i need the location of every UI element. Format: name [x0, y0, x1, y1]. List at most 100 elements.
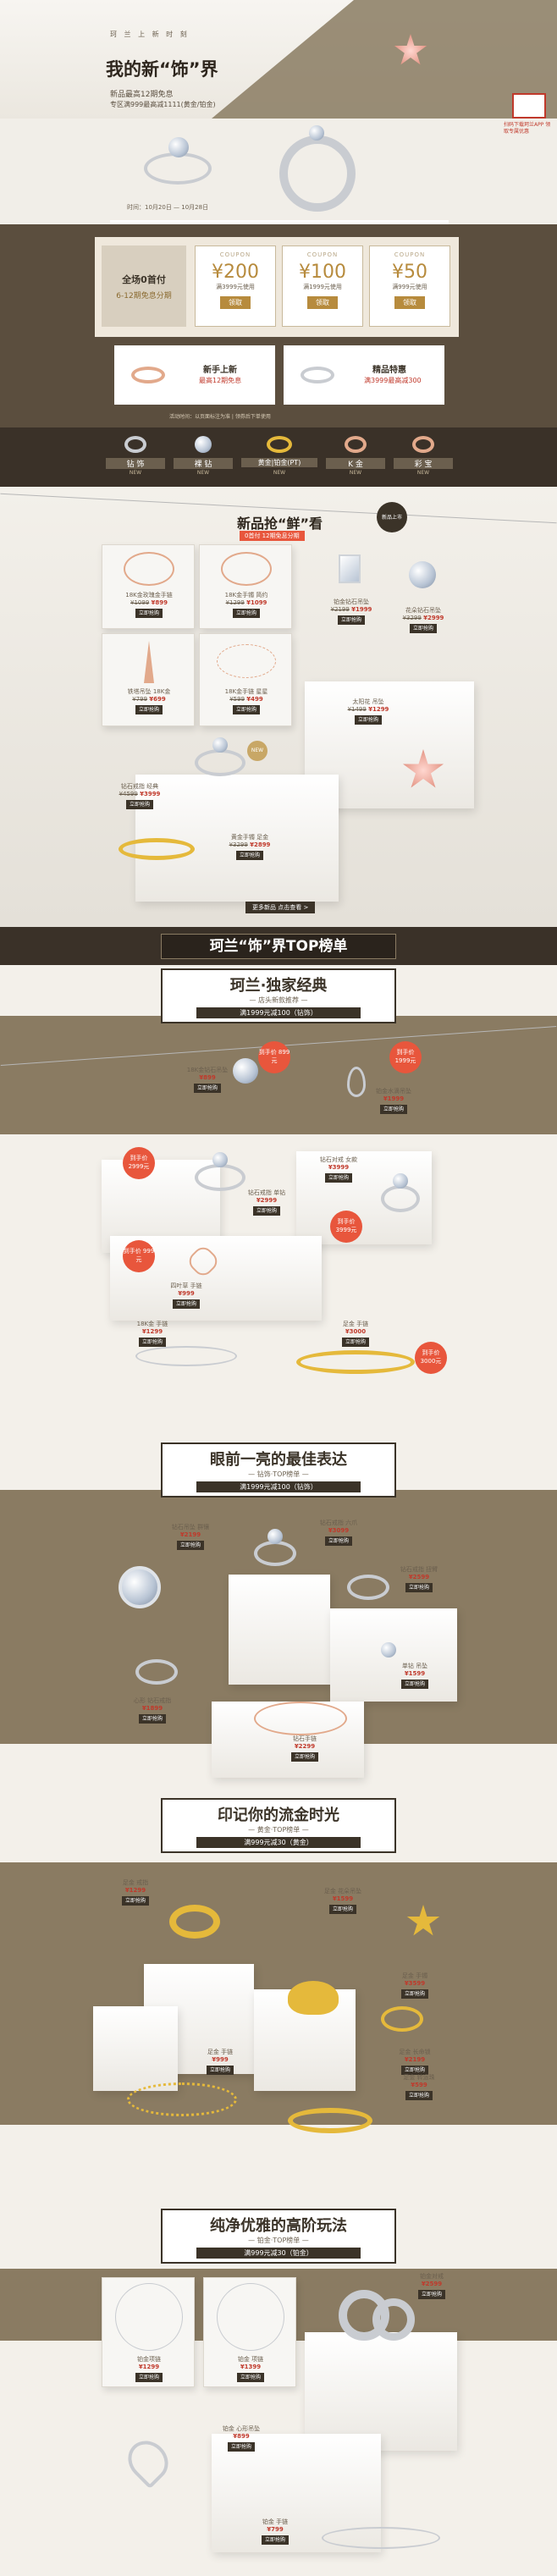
buy-button[interactable]: 立即抢购: [172, 1299, 200, 1309]
installment-panel[interactable]: 全场0首付 6-12期免息分期: [102, 245, 186, 327]
buy-button[interactable]: 立即抢购: [409, 624, 437, 633]
coupon-card[interactable]: COUPON ¥100 满1999元使用 领取: [282, 245, 363, 327]
promo2-line1: 精品特惠: [372, 366, 406, 375]
new-arrivals-cta[interactable]: 更多新品 点击查看 >: [245, 902, 316, 913]
buy-button[interactable]: 立即抢购: [193, 1084, 221, 1093]
buy-button[interactable]: 立即抢购: [236, 2373, 264, 2382]
buy-button[interactable]: 立即抢购: [324, 1173, 352, 1183]
category-item[interactable]: 彩 宝 NEW: [394, 433, 453, 482]
product-item[interactable]: [271, 1972, 372, 2057]
category-sub: NEW: [416, 470, 430, 476]
buy-button[interactable]: 立即抢购: [135, 705, 163, 714]
ranking-title: 珂兰“饰”界TOP榜单: [209, 938, 348, 955]
buy-button[interactable]: 立即抢购: [206, 2066, 234, 2075]
necklace-image: [115, 2283, 183, 2351]
buy-button[interactable]: 立即抢购: [135, 2373, 163, 2382]
buy-button[interactable]: 立即抢购: [261, 2535, 289, 2545]
coupon-claim-button[interactable]: 领取: [307, 296, 338, 309]
buy-button[interactable]: 立即抢购: [400, 1989, 428, 1999]
promo-card-newbie[interactable]: 新手上新 最高12期免息: [114, 345, 275, 405]
category-item[interactable]: K 金 NEW: [326, 433, 385, 482]
hero-qr-code[interactable]: [512, 93, 546, 119]
buy-button[interactable]: 立即抢购: [121, 1896, 149, 1906]
buy-button[interactable]: 立即抢购: [252, 1206, 280, 1216]
buy-button[interactable]: 立即抢购: [324, 1536, 352, 1546]
coupon-card[interactable]: COUPON ¥200 满3999元使用 领取: [195, 245, 276, 327]
category-item[interactable]: 黄金|铂金(PT) NEW: [241, 433, 317, 482]
coupon-claim-button[interactable]: 领取: [394, 296, 425, 309]
hero-date-value: 10月20日 — 10月28日: [145, 204, 209, 211]
buy-button[interactable]: 立即抢购: [227, 2442, 255, 2452]
wide-band-ring-image: [279, 135, 356, 212]
banner-title: 眼前一亮的最佳表达: [210, 1451, 347, 1469]
coupon-card[interactable]: COUPON ¥50 满999元使用 领取: [369, 245, 450, 327]
buy-button[interactable]: 立即抢购: [232, 609, 260, 618]
buy-button[interactable]: 立即抢购: [405, 2091, 433, 2100]
buy-button[interactable]: 立即抢购: [400, 2066, 428, 2075]
sunflower-pendant-image: [403, 749, 444, 788]
category-item[interactable]: 钻 饰 NEW: [106, 433, 165, 482]
buy-button[interactable]: 立即抢购: [125, 800, 153, 809]
product-item[interactable]: [237, 1515, 339, 1583]
buy-button[interactable]: 立即抢购: [417, 2290, 445, 2299]
buy-button[interactable]: 立即抢购: [354, 715, 382, 725]
buy-button[interactable]: 立即抢购: [135, 609, 163, 618]
buy-button[interactable]: 立即抢购: [341, 1338, 369, 1347]
promo-card-special[interactable]: 精品特惠 满3999最高减300: [284, 345, 444, 405]
buy-button[interactable]: 立即抢购: [232, 705, 260, 714]
buy-button[interactable]: 立即抢购: [290, 1752, 318, 1762]
category-label: 黄金|铂金(PT): [241, 458, 317, 467]
banner-title: 印记你的流金时光: [218, 1807, 339, 1824]
buy-button[interactable]: 立即抢购: [138, 1338, 166, 1347]
gold-ring-image: [169, 1905, 220, 1939]
buy-button[interactable]: 立即抢购: [176, 1541, 204, 1550]
coupon-claim-button[interactable]: 领取: [220, 296, 251, 309]
ranking-block-platinum: 纯净优雅的高阶玩法 — 铂金·TOP榜单 — 满999元减30（铂金） 铂金项链…: [0, 2205, 557, 2576]
banner-deal: 满1999元减100（钻饰）: [196, 1007, 361, 1018]
buy-button[interactable]: 立即抢购: [138, 1714, 166, 1724]
buy-button[interactable]: 立即抢购: [400, 1680, 428, 1689]
ranking-block-diamond: 眼前一亮的最佳表达 — 钻饰·TOP榜单 — 满1999元减100（钻饰） 钻石…: [0, 1439, 557, 1845]
coupon-amount: ¥200: [212, 262, 259, 283]
buy-button[interactable]: 立即抢购: [235, 851, 263, 860]
category-item[interactable]: 裸 钻 NEW: [174, 433, 233, 482]
buy-button[interactable]: 立即抢购: [328, 1905, 356, 1914]
buy-button[interactable]: 立即抢购: [379, 1105, 407, 1114]
buy-button[interactable]: 立即抢购: [337, 615, 365, 625]
buy-button[interactable]: 立即抢购: [405, 1583, 433, 1592]
